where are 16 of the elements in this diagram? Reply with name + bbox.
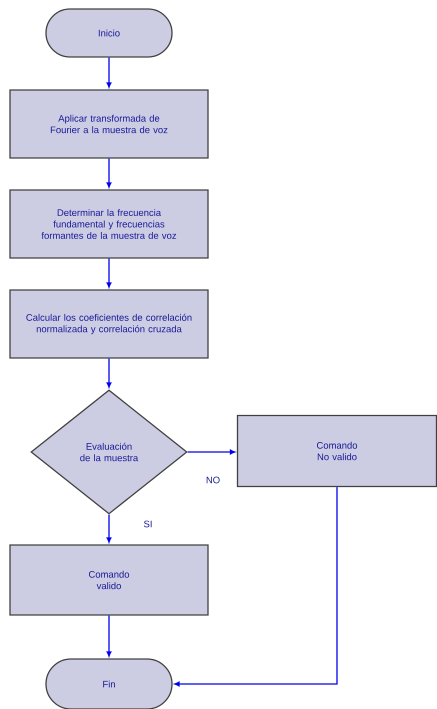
process-box: Aplicar transformada de Fourier a la muestra de voz: [9, 89, 209, 159]
edge-label: SI: [142, 520, 154, 528]
arrow: [106, 616, 112, 657]
process-box: Calcular los coeficientes de correlación normalizada y correlación cruzada: [9, 289, 209, 359]
arrow: [188, 450, 236, 454]
edge-label: NO: [204, 476, 222, 484]
arrow: [106, 358, 112, 388]
arrow: [106, 258, 112, 288]
arrow: [106, 58, 112, 88]
arrow: [174, 487, 338, 686]
process-box: Comando No valido: [236, 414, 437, 488]
terminal-oval: Fin: [45, 658, 173, 709]
arrow: [106, 514, 112, 543]
process-box: Comando valido: [9, 544, 209, 616]
arrow: [106, 158, 112, 188]
process-box: Determinar la frecuencia fundamental y frecuencias formantes de la muestra de voz: [9, 189, 209, 259]
